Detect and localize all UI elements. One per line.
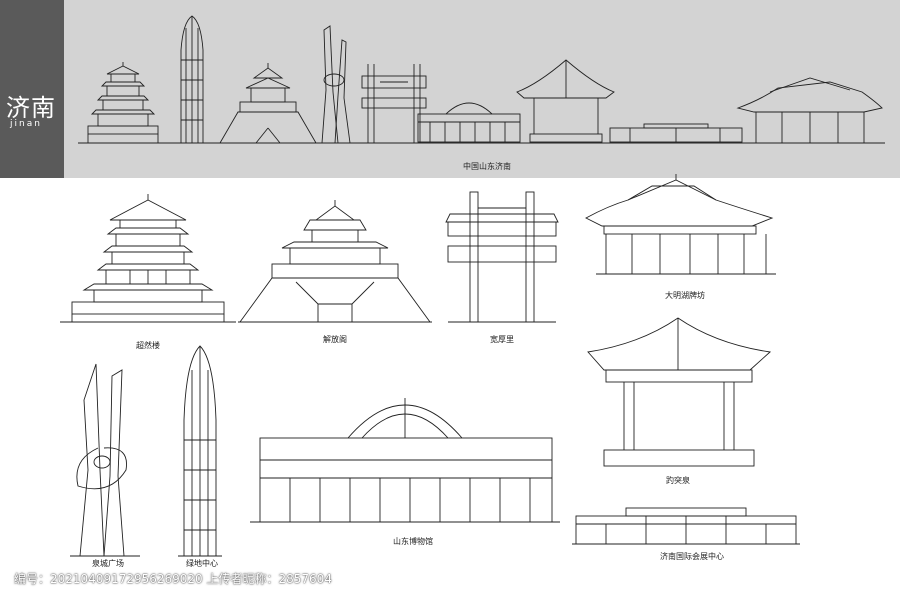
city-title-tab: 济南 jinan bbox=[0, 0, 64, 178]
skyline-banner bbox=[0, 0, 900, 178]
caption-baotu-spring: 趵突泉 bbox=[666, 476, 690, 485]
banner-caption: 中国山东济南 bbox=[463, 162, 511, 171]
image-id-watermark: 编号：20210409172956269020 上传者昵称：2857604 bbox=[14, 572, 332, 586]
city-pinyin: jinan bbox=[10, 119, 42, 129]
caption-chaoran-tower: 超然楼 bbox=[136, 341, 160, 350]
caption-quancheng-square: 泉城广场 bbox=[92, 559, 124, 568]
city-name-title: 济南 bbox=[6, 94, 56, 122]
caption-shandong-museum: 山东博物馆 bbox=[393, 537, 433, 546]
caption-daming-lake-arch: 大明湖牌坊 bbox=[665, 291, 705, 300]
caption-expo-center: 济南国际会展中心 bbox=[660, 552, 724, 561]
caption-greenland-center: 绿地中心 bbox=[186, 559, 218, 568]
caption-kuanhou-gate: 宽厚里 bbox=[490, 335, 514, 344]
caption-jiefang-pavilion: 解放阁 bbox=[323, 335, 347, 344]
